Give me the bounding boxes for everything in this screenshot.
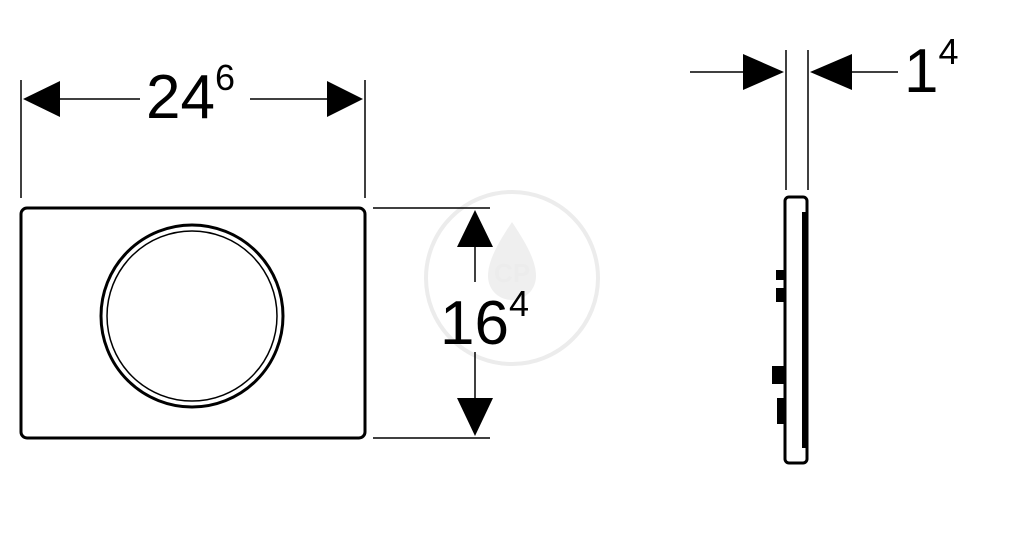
depth-arrow-right	[810, 54, 852, 90]
depth-dimension: 14	[690, 31, 959, 190]
depth-value: 1	[904, 37, 938, 106]
plate-back-edge	[802, 212, 808, 448]
depth-superscript: 4	[938, 31, 958, 72]
height-arrow-top	[457, 210, 493, 247]
depth-arrow-left	[743, 54, 784, 90]
height-superscript: 4	[509, 283, 529, 324]
mounting-clip-lower	[772, 366, 785, 384]
watermark-ring	[424, 190, 600, 366]
height-dimension: 164	[373, 207, 529, 439]
front-view: 246 164	[19, 57, 529, 440]
width-arrow-right	[327, 81, 363, 117]
watermark-text: CP	[494, 258, 530, 288]
height-dimension-label: 164	[440, 283, 529, 358]
side-view: 14	[690, 31, 959, 465]
width-value: 24	[146, 63, 215, 132]
mounting-clip-bottom	[777, 398, 785, 424]
height-value: 16	[440, 289, 509, 358]
width-superscript: 6	[215, 57, 235, 98]
water-drop-icon	[488, 222, 536, 300]
height-arrow-bottom	[457, 398, 493, 436]
depth-dimension-label: 14	[904, 31, 959, 106]
watermark: CP	[424, 190, 600, 366]
width-dimension: 246	[20, 57, 366, 198]
flush-button-inner-ring	[106, 230, 278, 402]
mounting-clip-top-a	[776, 270, 785, 280]
width-dimension-label: 246	[146, 57, 235, 132]
mounting-clip-top-b	[776, 288, 785, 302]
width-arrow-left	[23, 81, 60, 117]
